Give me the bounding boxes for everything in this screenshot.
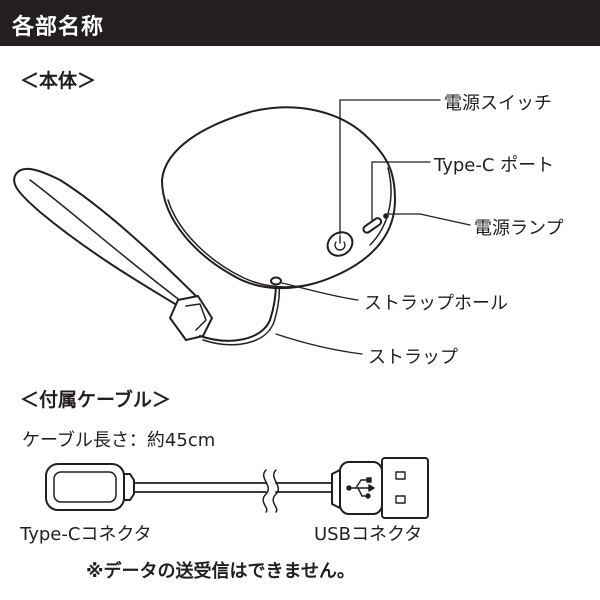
cable-length-text: ケーブル長さ：約45cm: [22, 430, 216, 451]
power-switch: [326, 231, 354, 257]
label-strap: ストラップ: [368, 347, 458, 368]
label-power-switch: 電源スイッチ: [444, 93, 552, 114]
header-bar: 各部名称: [0, 0, 600, 46]
strap-loop: [13, 167, 201, 313]
power-icon: [334, 235, 346, 251]
leader-strap: [275, 333, 363, 355]
strap-clip: [169, 295, 213, 341]
leader-power-switch: [339, 99, 441, 235]
power-lamp: [383, 213, 389, 219]
typec-plug: [45, 463, 135, 511]
typec-port: [362, 217, 383, 234]
leader-typec-port: [371, 161, 431, 221]
usb-plug: [331, 457, 429, 519]
usb-trident-icon: [346, 477, 375, 499]
page-title: 各部名称: [12, 15, 105, 40]
cable-break: [262, 469, 269, 513]
cable: [45, 457, 429, 519]
leader-strap-hole: [281, 282, 359, 301]
device-body: [161, 106, 396, 290]
label-power-lamp: 電源ランプ: [474, 218, 564, 239]
label-typec-port: Type-C ポート: [434, 155, 555, 176]
cable-section-heading: ＜付属ケーブル＞: [20, 389, 171, 411]
data-transfer-note: ※データの送受信はできません。: [86, 561, 355, 582]
label-typec-connector: Type-Cコネクタ: [20, 524, 152, 545]
label-usb-connector: USBコネクタ: [314, 524, 423, 545]
leader-power-lamp: [387, 213, 471, 226]
strap-cord: [199, 281, 277, 342]
strap-hole: [270, 276, 282, 286]
label-strap-hole: ストラップホール: [364, 293, 508, 314]
body-section-heading: ＜本体＞: [20, 70, 97, 92]
